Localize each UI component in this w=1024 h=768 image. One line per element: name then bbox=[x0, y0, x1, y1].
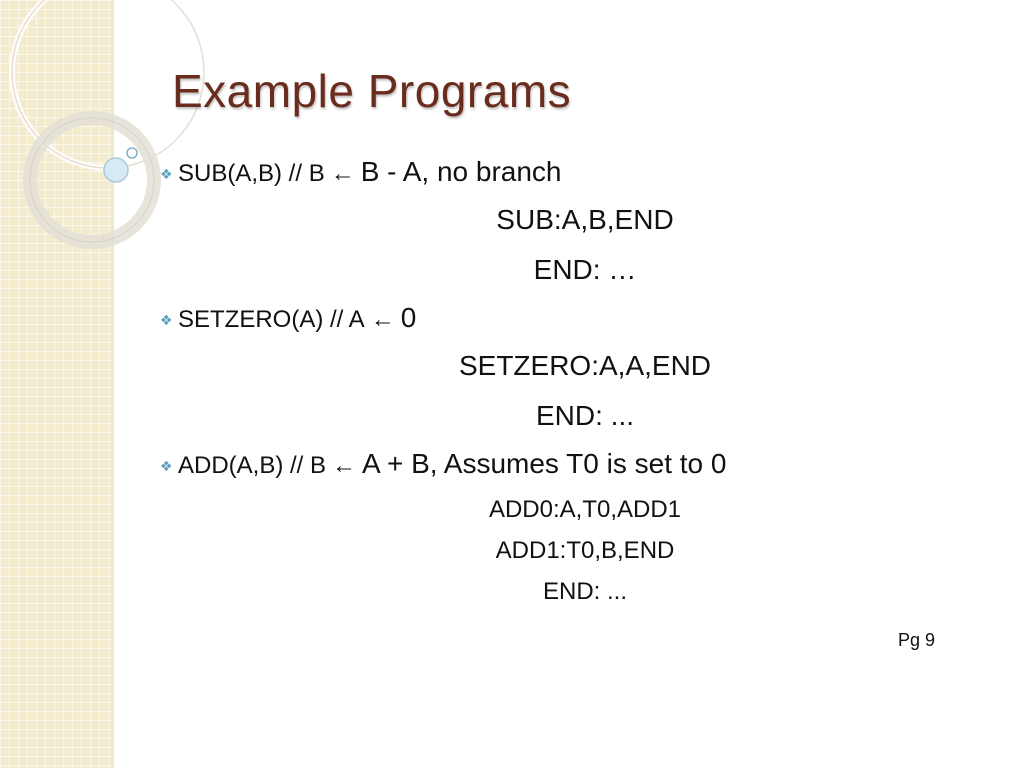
code-line: SUB:A,B,END bbox=[496, 204, 674, 235]
four-diamond-bullet-icon: ❖ bbox=[160, 166, 173, 182]
page-number: Pg 9 bbox=[898, 630, 936, 650]
bullet-item-sub: ❖ SUB(A,B) // B ← B - A, no branch bbox=[160, 156, 562, 188]
four-diamond-bullet-icon: ❖ bbox=[160, 458, 173, 474]
left-arrow-icon: ← bbox=[370, 306, 395, 333]
bullet-item-setzero: ❖ SETZERO(A) // A ← 0 bbox=[160, 302, 416, 334]
bullet-item-add: ❖ ADD(A,B) // B ← A + B, Assumes T0 is s… bbox=[160, 448, 726, 480]
bullet-label: SUB(A,B) // B bbox=[178, 160, 325, 187]
code-line: END: ... bbox=[542, 578, 627, 605]
bullet-label: ADD(A,B) // B bbox=[178, 452, 327, 479]
bullet-text: A + B, Assumes T0 is set to 0 bbox=[362, 448, 727, 479]
bullet-text: B - A, no branch bbox=[360, 156, 562, 187]
left-arrow-icon: ← bbox=[330, 160, 355, 187]
code-line: END: … bbox=[533, 254, 637, 285]
bullet-label: SETZERO(A) // A bbox=[178, 306, 365, 333]
bullet-text: 0 bbox=[400, 302, 417, 333]
four-diamond-bullet-icon: ❖ bbox=[160, 312, 173, 328]
code-line: ADD1:T0,B,END bbox=[495, 537, 675, 564]
left-arrow-icon: ← bbox=[332, 452, 357, 479]
decorative-circles bbox=[9, 0, 207, 249]
slide-title: Example Programs bbox=[172, 65, 572, 117]
code-line: END: ... bbox=[535, 400, 634, 431]
side-panel-edge bbox=[112, 0, 115, 768]
code-line: ADD0:A,T0,ADD1 bbox=[488, 496, 682, 523]
code-line: SETZERO:A,A,END bbox=[458, 350, 712, 381]
